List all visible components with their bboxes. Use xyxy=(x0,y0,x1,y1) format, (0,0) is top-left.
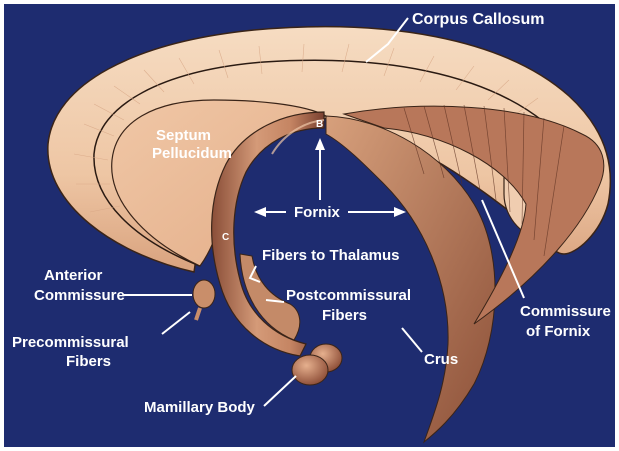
label-mamillary-body: Mamillary Body xyxy=(144,399,256,416)
label-commissure-of-fornix-line1: Commissure xyxy=(520,303,611,320)
label-precommissural-line2: Fibers xyxy=(66,353,111,370)
label-fornix: Fornix xyxy=(294,204,340,221)
label-septum-pellucidum-line2: Pellucidum xyxy=(152,145,232,162)
label-postcommissural-line1: Postcommissural xyxy=(286,287,411,304)
label-corpus-callosum: Corpus Callosum xyxy=(412,11,544,28)
illustration-frame: Corpus Callosum Septum Pellucidum B C Fo… xyxy=(4,4,615,447)
label-anterior-commissure-line2: Commissure xyxy=(34,287,125,304)
marker-c: C xyxy=(222,232,229,243)
fornix-anatomy-illustration: Corpus Callosum Septum Pellucidum B C Fo… xyxy=(4,4,615,447)
anterior-commissure-shape xyxy=(193,280,215,308)
label-precommissural-line1: Precommissural xyxy=(12,334,129,351)
label-postcommissural-line2: Fibers xyxy=(322,307,367,324)
label-fibers-to-thalamus: Fibers to Thalamus xyxy=(262,247,400,264)
label-septum-pellucidum-line1: Septum xyxy=(156,127,211,144)
label-commissure-of-fornix-line2: of Fornix xyxy=(526,323,591,340)
label-crus: Crus xyxy=(424,351,458,368)
marker-b: B xyxy=(316,119,323,130)
label-anterior-commissure-line1: Anterior xyxy=(44,267,103,284)
